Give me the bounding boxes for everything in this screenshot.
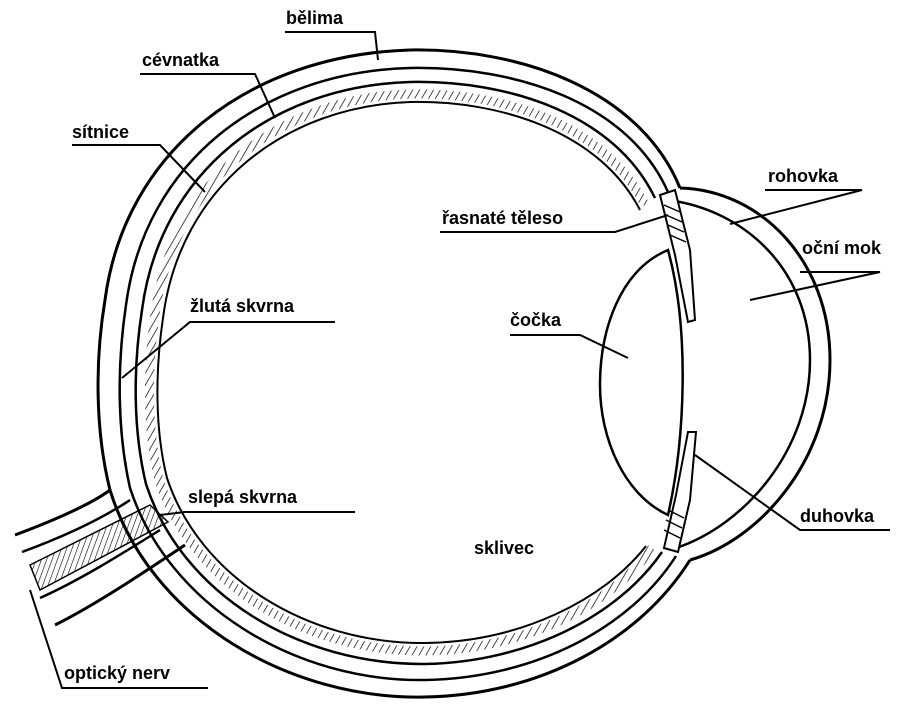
label-ocni-mok: oční mok	[802, 238, 881, 258]
sclera-inner	[120, 68, 676, 680]
label-sitnice: sítnice	[72, 122, 129, 142]
label-zluta-skvrna: žlutá skvrna	[190, 296, 294, 316]
label-rasnate-teleso: řasnaté těleso	[442, 208, 563, 228]
label-cocka: čočka	[510, 310, 561, 330]
leader-slepa	[160, 512, 355, 515]
label-sklivec: sklivec	[474, 538, 534, 558]
retina-inner-line	[157, 102, 646, 643]
label-duhovka: duhovka	[800, 506, 874, 526]
lens	[600, 250, 683, 515]
leader-ocni-mok	[750, 272, 880, 300]
optic-nerve-top-outer	[15, 490, 110, 535]
leader-belima	[285, 32, 378, 60]
choroid-line	[136, 82, 662, 664]
label-opticky-nerv: optický nerv	[64, 663, 170, 683]
label-belima: bělima	[286, 8, 343, 28]
label-slepa-skvrna: slepá skvrna	[188, 487, 297, 507]
label-cevnatka: cévnatka	[142, 50, 219, 70]
label-rohovka: rohovka	[768, 166, 838, 186]
